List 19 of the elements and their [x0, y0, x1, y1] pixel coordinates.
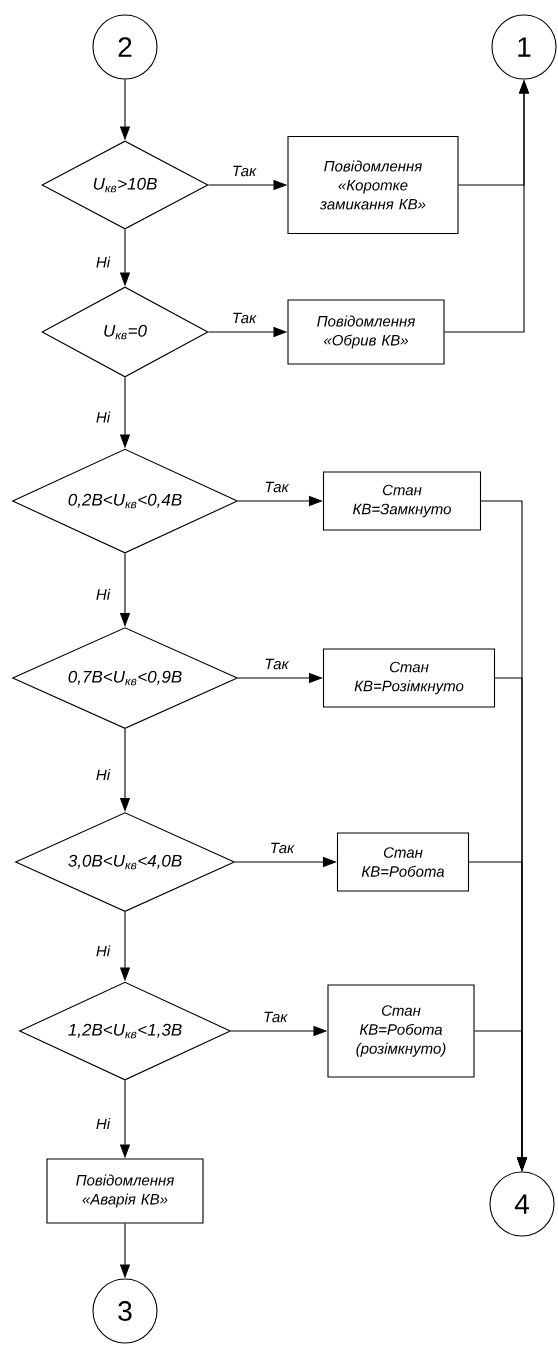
edge-label: Так: [230, 164, 258, 178]
edge-label: Так: [263, 657, 290, 671]
process-box: Повідомлення «Коротке замикання КВ»: [287, 135, 459, 235]
edge-label: Ні: [94, 255, 112, 269]
process-box: Стан КВ=Замкнуто: [322, 471, 482, 531]
edge-label: Так: [230, 311, 258, 325]
edge-label: Ні: [94, 944, 112, 958]
edge-label: Так: [263, 480, 290, 494]
process-box: Повідомлення «Обрив КВ»: [287, 299, 445, 365]
edge-label: Ні: [94, 410, 112, 424]
edge-label: Так: [268, 841, 296, 855]
edge-label: Так: [262, 1010, 289, 1024]
process-box: Стан КВ=Робота: [336, 832, 470, 892]
process-box: Стан КВ=Розімкнуто: [322, 648, 496, 708]
edge-label: Ні: [94, 768, 112, 781]
process-box: Повідомлення «Аварія КВ»: [46, 1158, 204, 1224]
process-box: Стан КВ=Робота (розімкнуто): [327, 984, 475, 1078]
edge-label: Ні: [94, 1117, 112, 1130]
edge-label: Ні: [94, 587, 112, 601]
